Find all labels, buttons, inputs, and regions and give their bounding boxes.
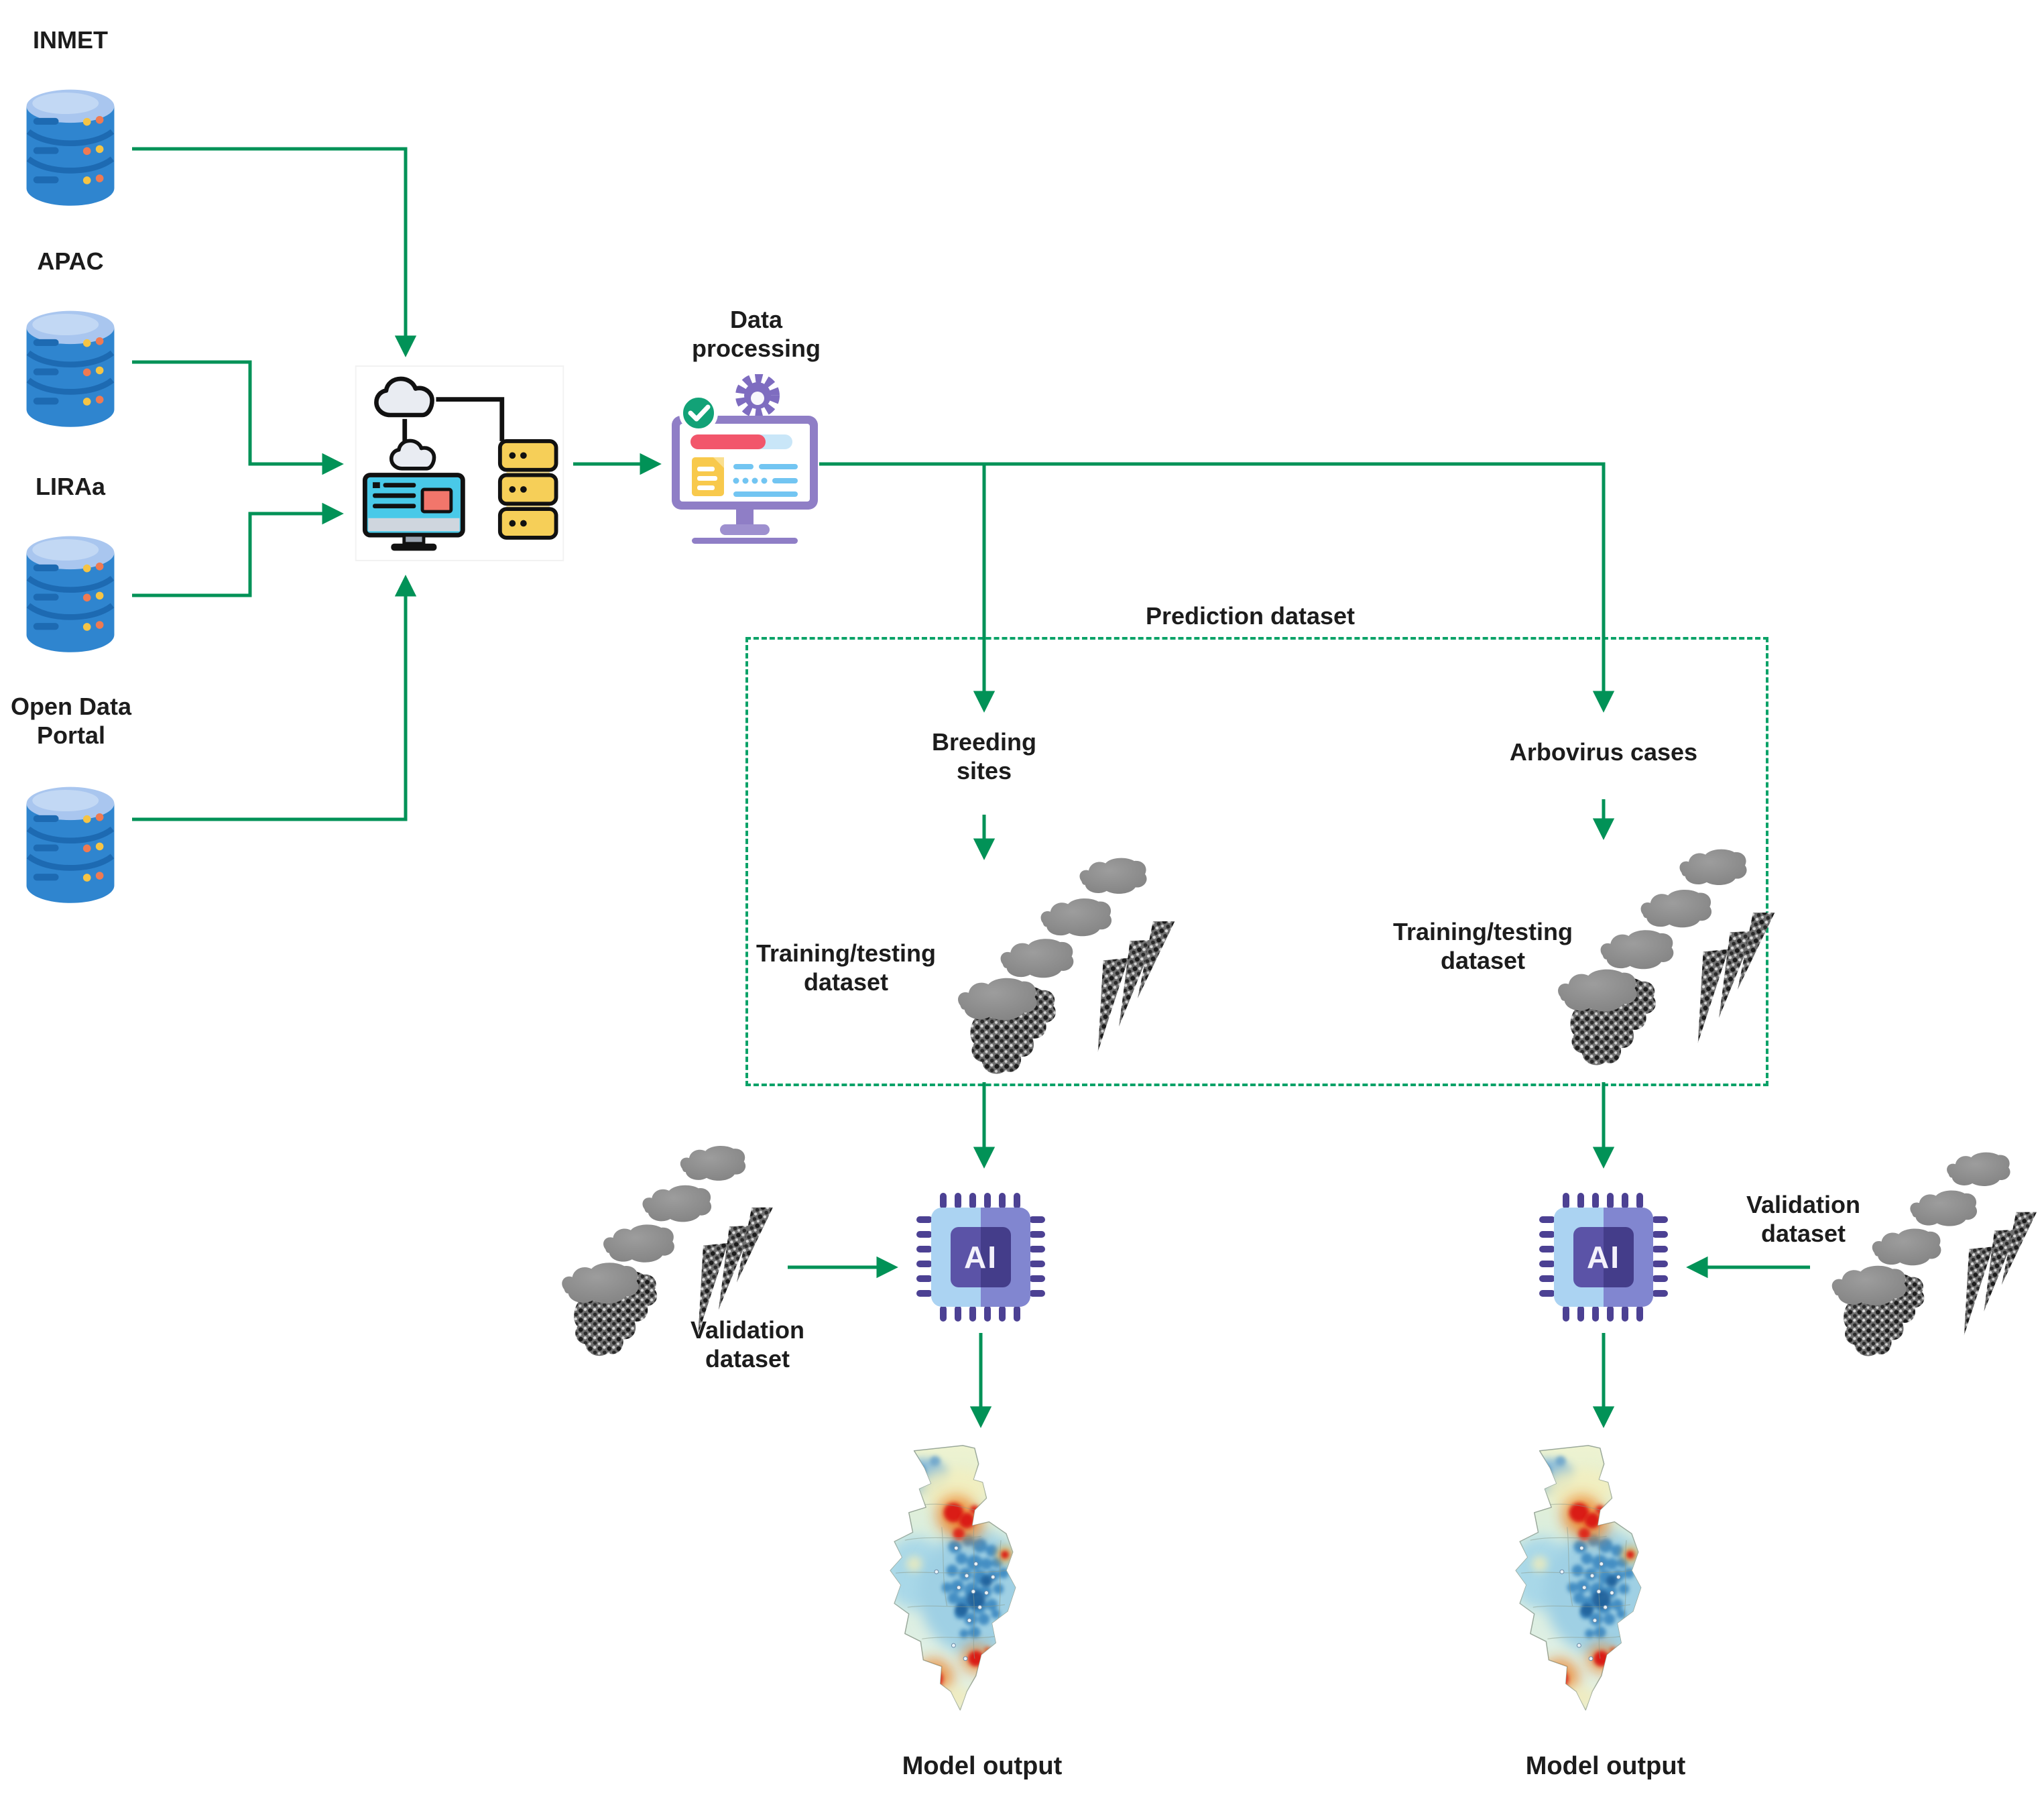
ai-chip-left <box>914 1190 1048 1324</box>
data-processing-label: Data processing <box>691 306 821 363</box>
data-processing-icon <box>672 374 819 545</box>
model-output-heatmap-left <box>875 1442 1061 1718</box>
model-output-heatmap-right <box>1500 1442 1687 1718</box>
source-label-apac: APAC <box>37 247 104 275</box>
database-icon-open-data-portal <box>17 772 124 917</box>
model-output-label-right: Model output <box>1525 1752 1686 1780</box>
database-icon-inmet <box>17 75 124 219</box>
training-testing-maps-right <box>1535 846 1790 1067</box>
validation-label-left: Validation dataset <box>690 1316 805 1373</box>
database-icon-liraa <box>17 522 124 666</box>
breeding-sites-label: Breeding sites <box>931 728 1037 785</box>
validation-maps-right <box>1820 1143 2041 1364</box>
model-output-label-left: Model output <box>902 1752 1063 1780</box>
prediction-dataset-label: Prediction dataset <box>1099 602 1401 630</box>
training-testing-label-left: Training/testing dataset <box>756 939 936 996</box>
database-icon-apac <box>17 296 124 441</box>
source-label-open-data-portal: Open Data Portal <box>10 693 132 750</box>
ai-chip-right <box>1537 1190 1671 1324</box>
arbovirus-cases-label: Arbovirus cases <box>1509 738 1698 766</box>
cloud-server-hub-icon <box>354 365 565 561</box>
training-testing-maps-left <box>935 855 1190 1076</box>
training-testing-label-right: Training/testing dataset <box>1392 918 1573 975</box>
source-label-liraa: LIRAa <box>35 473 105 500</box>
source-label-inmet: INMET <box>33 26 108 54</box>
validation-label-right: Validation dataset <box>1746 1191 1861 1248</box>
